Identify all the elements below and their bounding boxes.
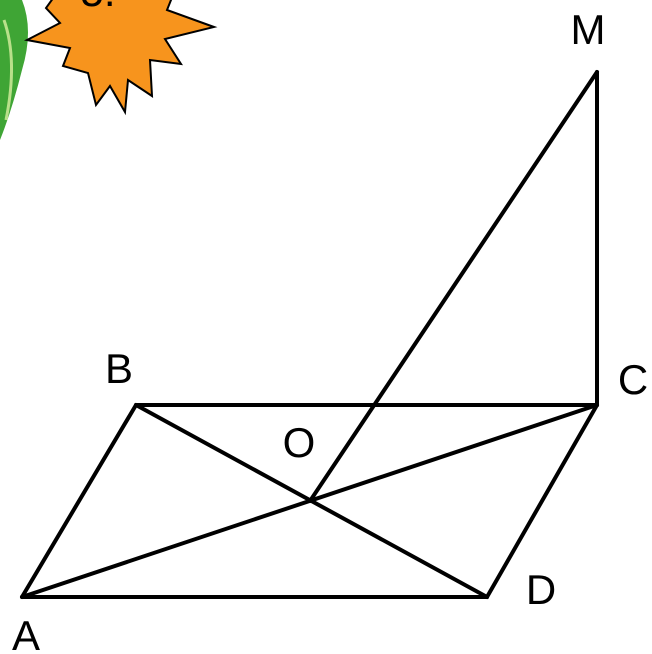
point-label-c: C <box>618 356 648 403</box>
point-label-a: A <box>12 612 40 654</box>
badge-number: 5. <box>80 0 115 15</box>
starburst-icon <box>23 0 218 116</box>
segment-ab <box>20 403 138 599</box>
point-label-b: B <box>105 345 133 392</box>
point-label-m: M <box>571 6 606 53</box>
point-label-o: O <box>283 419 316 466</box>
starburst-badge: 5. <box>23 0 218 116</box>
point-label-d: D <box>526 566 556 613</box>
segment-cd <box>485 403 599 599</box>
leaf-decoration-icon <box>0 0 28 140</box>
segment-om <box>308 70 599 503</box>
